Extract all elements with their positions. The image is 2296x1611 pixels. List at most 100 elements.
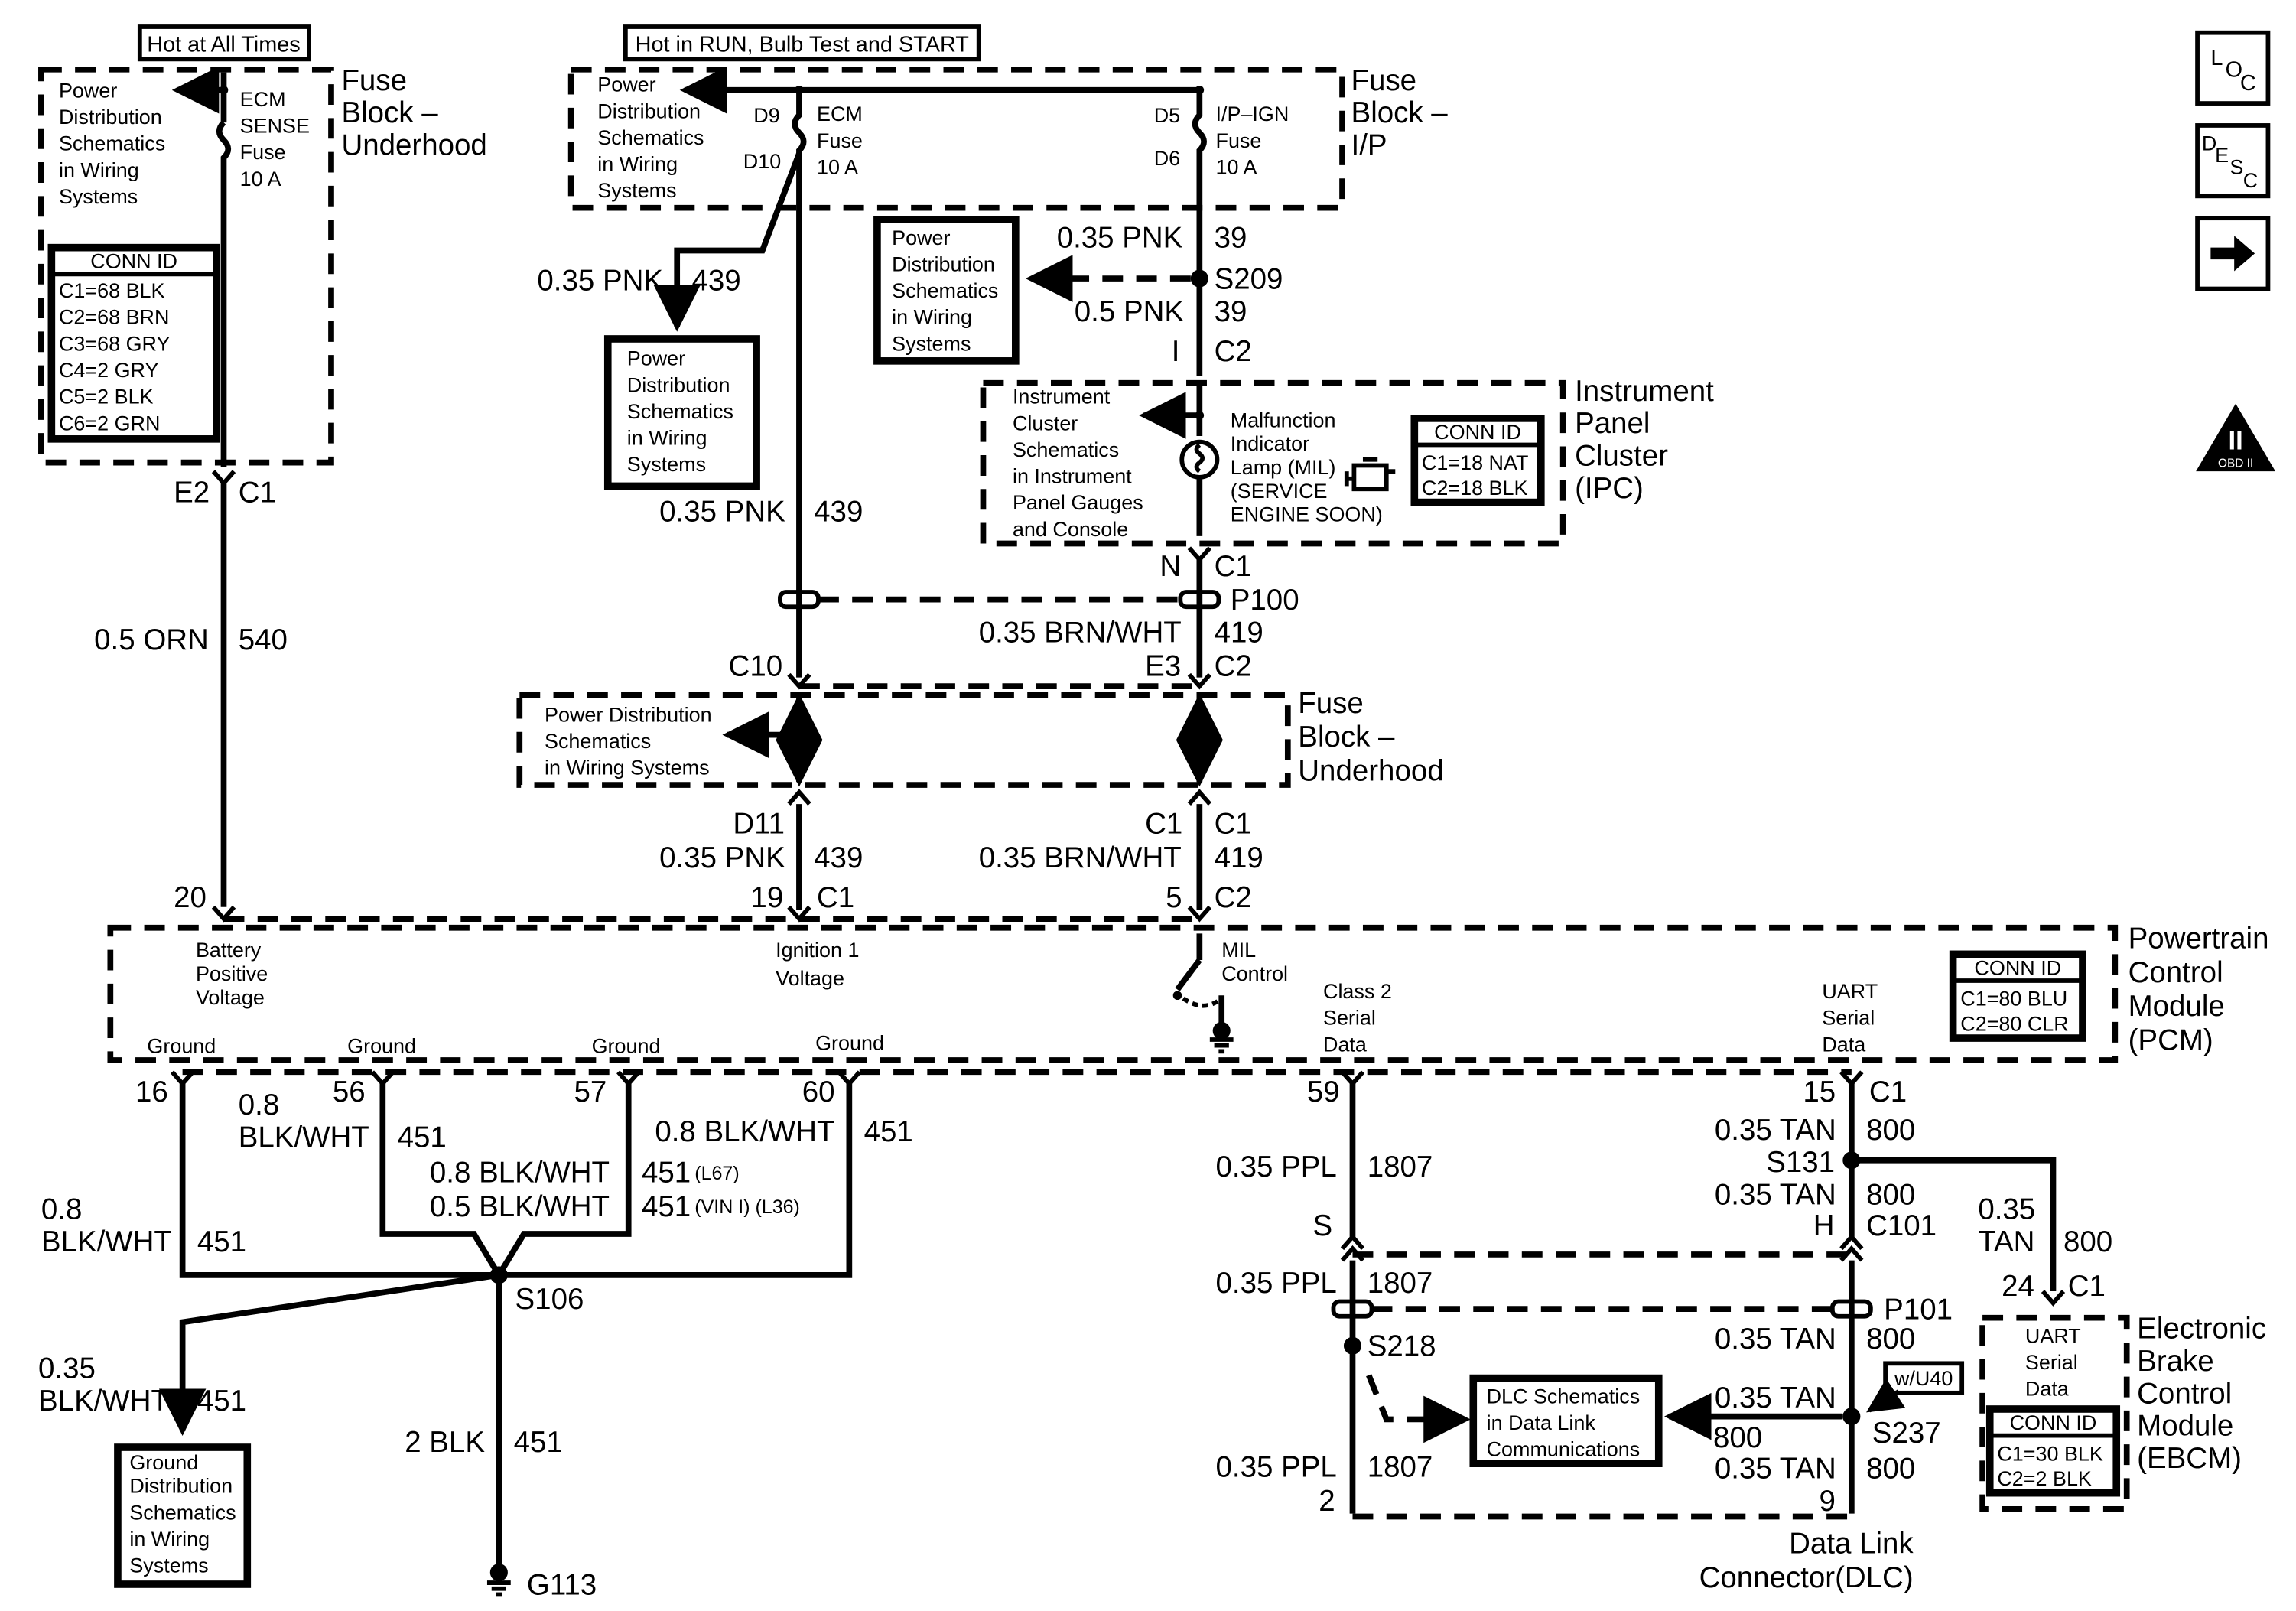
svg-text:Module: Module <box>2129 990 2225 1023</box>
conn-id-table-1: CONN ID C1=68 BLK C2=68 BRN C3=68 GRY C4… <box>47 243 220 443</box>
svg-text:Data Link: Data Link <box>1789 1528 1914 1561</box>
svg-text:Serial: Serial <box>2025 1351 2078 1374</box>
svg-text:Systems: Systems <box>627 453 706 476</box>
hot-in-run-tag: Hot in RUN, Bulb Test and START <box>623 24 981 62</box>
svg-text:Fuse: Fuse <box>1298 687 1364 720</box>
svg-text:C1: C1 <box>1869 1076 1907 1108</box>
svg-text:I/P: I/P <box>1351 129 1387 161</box>
svg-text:UART: UART <box>1822 980 1878 1003</box>
svg-text:Block –: Block – <box>341 96 438 129</box>
pds-link-1[interactable]: Power Distribution Schematics in Wiring … <box>59 79 165 208</box>
svg-text:Schematics: Schematics <box>59 132 165 155</box>
svg-text:800: 800 <box>1713 1421 1762 1454</box>
svg-text:C6=2 GRN: C6=2 GRN <box>59 412 161 434</box>
svg-text:Underhood: Underhood <box>341 129 486 161</box>
pds-link-5[interactable]: Power Distribution Schematics in Wiring … <box>545 703 712 779</box>
svg-text:in Data Link: in Data Link <box>1487 1411 1596 1434</box>
svg-text:56: 56 <box>333 1076 366 1108</box>
svg-text:E: E <box>2215 144 2229 167</box>
svg-text:C1: C1 <box>239 477 276 509</box>
svg-text:19: 19 <box>750 881 783 914</box>
svg-text:H: H <box>1813 1209 1835 1242</box>
svg-text:S: S <box>1313 1209 1333 1242</box>
svg-text:451: 451 <box>864 1115 913 1148</box>
ground-symbol-pcm <box>1209 1037 1234 1054</box>
svg-text:59: 59 <box>1307 1076 1340 1108</box>
svg-text:Electronic: Electronic <box>2137 1313 2266 1346</box>
svg-text:S: S <box>2229 155 2243 178</box>
svg-text:MIL: MIL <box>1221 939 1256 962</box>
svg-text:0.35 TAN: 0.35 TAN <box>1715 1323 1836 1356</box>
conn-id-table-ebcm: CONN ID C1=30 BLK C2=2 BLK <box>1985 1405 2121 1497</box>
svg-text:Ground: Ground <box>815 1031 884 1054</box>
splice-s237 <box>1842 1408 1861 1426</box>
svg-text:24: 24 <box>2002 1270 2034 1303</box>
svg-text:0.35 TAN: 0.35 TAN <box>1715 1382 1836 1414</box>
svg-text:Panel Gauges: Panel Gauges <box>1013 491 1143 514</box>
svg-text:Distribution: Distribution <box>597 99 701 122</box>
ecm-sense-fuse: ECM SENSE Fuse 10 A <box>240 88 310 190</box>
svg-text:BLK/WHT: BLK/WHT <box>239 1121 369 1154</box>
dlc-schematics-link[interactable]: DLC Schematics in Data Link Communicatio… <box>1469 1374 1663 1467</box>
svg-text:Systems: Systems <box>597 179 676 202</box>
svg-text:10 A: 10 A <box>1216 155 1257 178</box>
svg-text:Systems: Systems <box>892 332 971 355</box>
svg-text:Systems: Systems <box>129 1554 208 1577</box>
svg-text:Schematics: Schematics <box>545 730 651 753</box>
instrument-cluster-link[interactable]: Instrument Cluster Schematics in Instrum… <box>1013 386 1143 541</box>
svg-text:C10: C10 <box>729 650 783 683</box>
wire-39 <box>1192 90 1207 376</box>
svg-text:Ignition 1: Ignition 1 <box>776 939 859 962</box>
svg-text:60: 60 <box>802 1076 835 1108</box>
data-link-connector: Data Link Connector(DLC) <box>1352 1513 1914 1594</box>
svg-text:Underhood: Underhood <box>1298 754 1443 787</box>
svg-text:in Wiring: in Wiring <box>627 427 707 450</box>
svg-text:Cluster: Cluster <box>1575 439 1668 472</box>
svg-text:Power Distribution: Power Distribution <box>545 703 712 726</box>
svg-text:0.35 TAN: 0.35 TAN <box>1715 1179 1836 1212</box>
svg-text:C2=68 BRN: C2=68 BRN <box>59 306 170 329</box>
svg-text:Power: Power <box>59 79 117 102</box>
svg-text:1807: 1807 <box>1368 1150 1433 1183</box>
svg-text:Power: Power <box>892 226 950 249</box>
svg-text:P100: P100 <box>1231 584 1299 617</box>
loc-button[interactable]: L O C <box>2195 30 2271 106</box>
svg-text:O: O <box>2226 57 2242 82</box>
svg-text:Instrument: Instrument <box>1575 375 1714 408</box>
svg-text:800: 800 <box>1866 1323 1915 1356</box>
ground-distribution-link[interactable]: Ground Distribution Schematics in Wiring… <box>114 1443 252 1588</box>
svg-text:Distribution: Distribution <box>129 1475 233 1498</box>
svg-text:C1=18 NAT: C1=18 NAT <box>1422 451 1529 474</box>
svg-text:Control: Control <box>1221 962 1288 985</box>
svg-text:Fuse: Fuse <box>240 141 286 164</box>
svg-text:ECM: ECM <box>817 103 863 125</box>
svg-text:in Wiring: in Wiring <box>129 1528 210 1551</box>
svg-text:10 A: 10 A <box>817 155 858 178</box>
next-button[interactable] <box>2195 216 2271 291</box>
svg-text:0.35 BRN/WHT: 0.35 BRN/WHT <box>979 841 1182 874</box>
wu40-tag: w/U40 <box>1883 1361 1965 1395</box>
svg-text:Schematics: Schematics <box>1013 438 1119 461</box>
svg-text:Fuse: Fuse <box>1216 129 1262 152</box>
svg-text:C1=68 BLK: C1=68 BLK <box>59 279 165 302</box>
svg-text:UART: UART <box>2025 1324 2081 1347</box>
desc-button[interactable]: D E S C <box>2195 123 2271 199</box>
ebcm-module: Electronic Brake Control Module (EBCM) U… <box>1979 1313 2266 1512</box>
svg-text:C2: C2 <box>1215 335 1252 368</box>
pds-link-3[interactable]: Power Distribution Schematics in Wiring … <box>603 335 760 490</box>
svg-text:(PCM): (PCM) <box>2129 1024 2213 1056</box>
svg-text:in Instrument: in Instrument <box>1013 465 1132 488</box>
svg-text:39: 39 <box>1215 222 1247 255</box>
svg-text:800: 800 <box>1866 1179 1915 1212</box>
arrow-right-icon <box>2210 236 2255 272</box>
svg-text:Control: Control <box>2129 956 2223 989</box>
svg-text:Brake: Brake <box>2137 1345 2214 1378</box>
svg-text:0.8: 0.8 <box>239 1089 279 1121</box>
ip-ign-fuse: I/P–IGN Fuse 10 A <box>1216 103 1289 178</box>
svg-text:0.5 BLK/WHT: 0.5 BLK/WHT <box>430 1190 610 1223</box>
svg-text:S106: S106 <box>515 1283 584 1316</box>
pds-link-4[interactable]: Power Distribution Schematics in Wiring … <box>873 216 1020 365</box>
svg-text:451: 451 <box>514 1426 563 1459</box>
fuse-block-ip: Fuse Block – I/P Power Distribution Sche… <box>567 64 1448 211</box>
svg-text:BLK/WHT: BLK/WHT <box>41 1225 172 1258</box>
